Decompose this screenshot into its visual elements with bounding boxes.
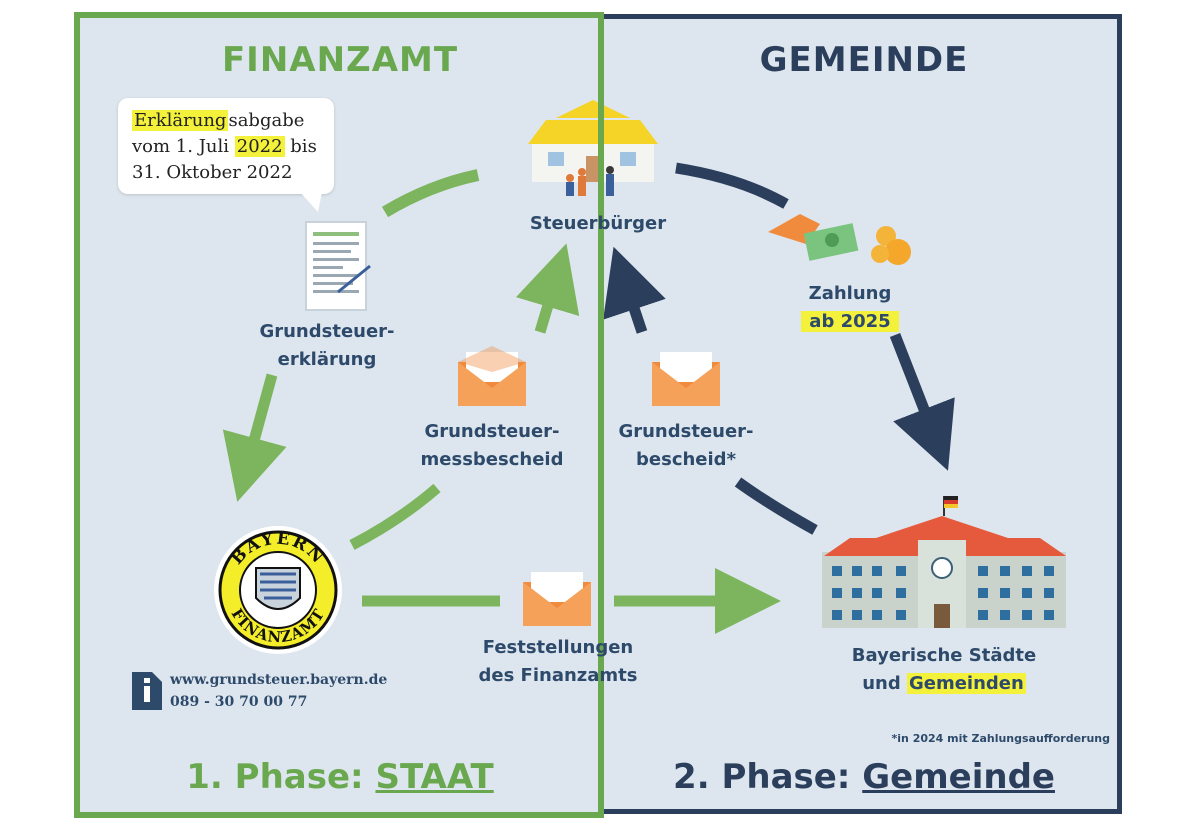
findings-label: Feststellungen des Finanzamts — [460, 634, 656, 690]
phase-one-frame — [74, 12, 604, 818]
bubble-text-2b: bis — [284, 136, 317, 157]
phone-number: 089 - 30 70 00 77 — [170, 694, 308, 710]
arrow-declaration-to-finanzamt — [222, 373, 287, 502]
town-hall-icon — [822, 496, 1066, 628]
declaration-line-1: Grundsteuer- — [259, 321, 395, 342]
phase-one-underlined: STAAT — [375, 757, 494, 797]
phase-two-label: 2. Phase: Gemeinde — [606, 757, 1122, 797]
finanzamt-heading: FINANZAMT — [221, 40, 459, 80]
declaration-label: Grundsteuer- erklärung — [252, 318, 402, 374]
citizen-label: Steuerbürger — [529, 213, 667, 234]
house-icon — [528, 100, 658, 196]
municipality-line-2-pre: und — [862, 673, 907, 694]
assessment-line-2: messbescheid — [420, 449, 564, 470]
envelope-icon-notice — [652, 352, 720, 406]
payment-line-1: Zahlung — [808, 283, 892, 304]
tax-notice-line-2: bescheid* — [636, 449, 736, 470]
phase-two-underlined: Gemeinde — [862, 757, 1055, 797]
bubble-highlight-1: Erklärung — [132, 110, 229, 131]
declaration-line-2: erklärung — [277, 349, 377, 370]
bubble-text-1: sabgabe — [228, 110, 305, 131]
municipality-line-1: Bayerische Städte — [851, 645, 1037, 666]
arrow-payment-to-municipality — [889, 332, 955, 471]
phase-one-label: 1. Phase: STAAT — [80, 757, 600, 797]
phase-two-frame — [600, 14, 1122, 814]
findings-line-2: des Finanzamts — [478, 665, 638, 686]
bubble-highlight-2: 2022 — [234, 136, 285, 157]
arrow-declaration-to-citizen — [381, 169, 480, 218]
phase-one-prefix: 1. Phase: — [186, 757, 376, 797]
payment-label: Zahlung ab 2025 — [770, 280, 930, 336]
tax-notice-label: Grundsteuer- bescheid* — [606, 418, 766, 474]
bubble-text-2a: vom 1. Juli — [132, 136, 235, 157]
arrow-finanzamt-to-assessment — [349, 483, 441, 550]
website-link[interactable]: www.grundsteuer.bayern.de — [170, 672, 388, 688]
payment-highlight: ab 2025 — [801, 311, 899, 332]
money-icon — [768, 214, 911, 265]
assessment-label: Grundsteuer- messbescheid — [410, 418, 574, 474]
gemeinde-heading: GEMEINDE — [759, 40, 969, 80]
footnote: *in 2024 mit Zahlungsaufforderung — [891, 732, 1110, 745]
envelope-icon-findings — [523, 572, 591, 626]
tax-notice-line-1: Grundsteuer- — [618, 421, 754, 442]
arrow-notice-to-citizen — [603, 246, 666, 334]
assessment-line-1: Grundsteuer- — [424, 421, 560, 442]
info-icon — [132, 672, 162, 710]
municipality-label: Bayerische Städte und Gemeinden — [834, 642, 1054, 698]
arrow-citizen-to-payment — [675, 162, 789, 209]
arrow-assessment-to-citizen — [515, 243, 580, 334]
arrow-municipality-to-notice — [734, 477, 818, 535]
municipality-highlight: Gemeinden — [906, 673, 1026, 694]
bubble-text-3: 31. Oktober 2022 — [132, 162, 293, 183]
document-icon — [305, 221, 371, 311]
envelope-icon-assessment — [458, 346, 526, 406]
findings-line-1: Feststellungen — [482, 637, 634, 658]
contact-info: www.grundsteuer.bayern.de 089 - 30 70 00… — [170, 669, 387, 713]
phase-two-prefix: 2. Phase: — [673, 757, 863, 797]
